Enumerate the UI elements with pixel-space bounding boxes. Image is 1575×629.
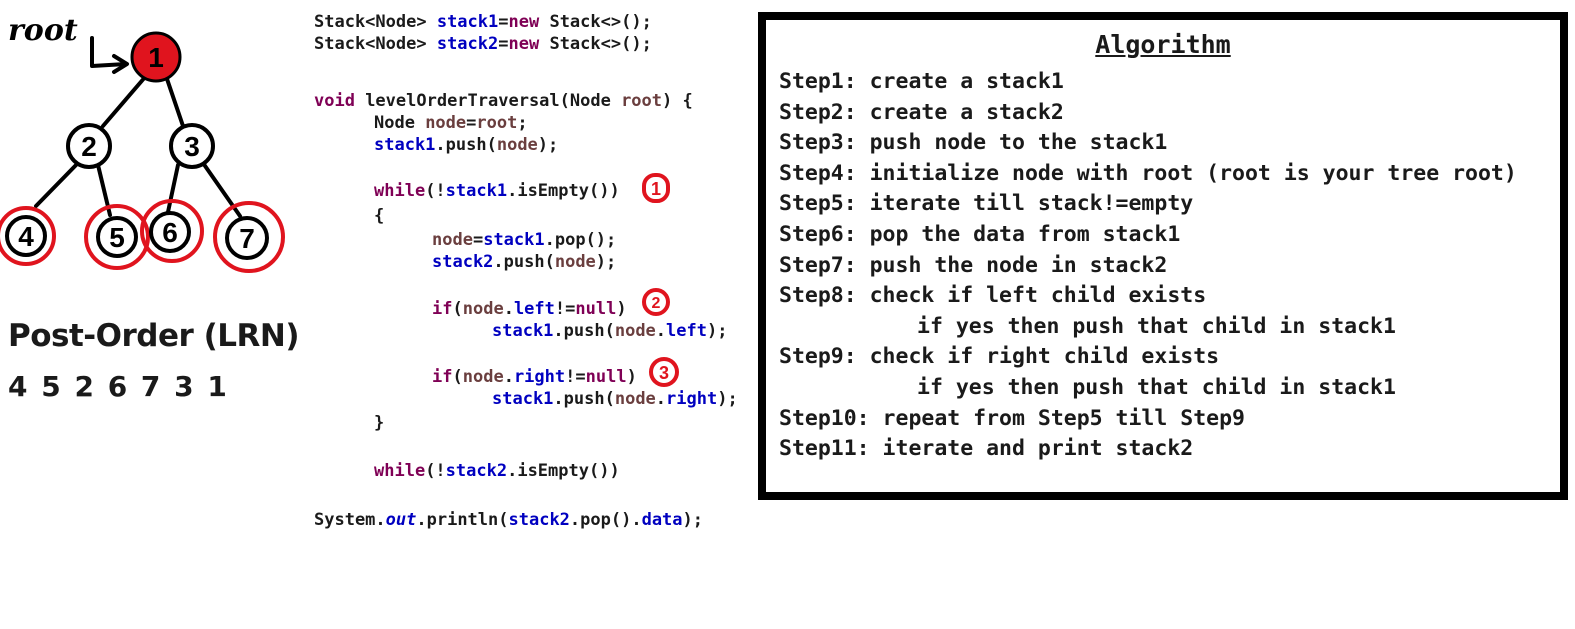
algorithm-step: Step4: initialize node with root (root i… xyxy=(779,160,1517,186)
step-marker-label: 2 xyxy=(652,295,661,312)
algorithm-step: Step6: pop the data from stack1 xyxy=(779,221,1181,247)
tree-node-label: 6 xyxy=(162,217,178,248)
code-line: Stack<Node> stack2=new Stack<>(); xyxy=(314,34,652,54)
code-line: while(!stack2.isEmpty()) xyxy=(374,461,620,481)
algorithm-step: Step11: iterate and print stack2 xyxy=(779,436,1194,462)
tree-node-5: 5 xyxy=(84,204,150,270)
tree-node-label: 4 xyxy=(18,221,34,252)
code-line: { xyxy=(374,206,385,226)
step-marker-label: 1 xyxy=(651,179,661,199)
step-marker-label: 3 xyxy=(659,363,669,383)
code-line: while(!stack1.isEmpty()) xyxy=(374,181,620,201)
tree-node-label: 2 xyxy=(81,131,97,162)
step-marker-3: 3 xyxy=(649,357,679,387)
root-annotation: root xyxy=(8,13,78,48)
code-line: System.out.println(stack2.pop().data); xyxy=(314,510,704,530)
root-arrow-icon xyxy=(90,36,129,74)
tree-node-6: 6 xyxy=(140,199,204,263)
algorithm-step: Step8: check if left child exists xyxy=(779,283,1207,309)
binary-tree-diagram: root 1 2 3 4 5 6 7 xyxy=(0,13,285,273)
algorithm-step: Step10: repeat from Step5 till Step9 xyxy=(779,405,1245,431)
algorithm-step: Step2: create a stack2 xyxy=(779,99,1064,125)
code-line: stack1.push(node); xyxy=(374,135,559,155)
algorithm-title: Algorithm xyxy=(1095,30,1231,59)
tree-node-label: 3 xyxy=(184,131,200,162)
tree-node-3: 3 xyxy=(169,123,215,169)
tree-edge-2-4 xyxy=(34,161,80,208)
tree-node-4: 4 xyxy=(0,206,56,266)
tree-node-label: 1 xyxy=(148,42,164,73)
code-line: Node node=root; xyxy=(374,113,528,133)
algorithm-step: Step3: push node to the stack1 xyxy=(779,130,1168,156)
code-line: void levelOrderTraversal(Node root) { xyxy=(314,91,693,111)
algorithm-step: Step9: check if right child exists xyxy=(779,344,1220,370)
code-line: stack2.push(node); xyxy=(432,252,617,272)
code-line: stack1.push(node.left); xyxy=(492,321,728,341)
traversal-title: Post-Order (LRN) xyxy=(8,318,300,354)
step-marker-2: 2 xyxy=(642,288,670,316)
code-line: } xyxy=(374,413,385,433)
code-line: Stack<Node> stack1=new Stack<>(); xyxy=(314,12,652,32)
algorithm-step: Step7: push the node in stack2 xyxy=(779,252,1168,278)
algorithm-substep: if yes then push that child in stack1 xyxy=(917,313,1396,339)
tree-node-1: 1 xyxy=(130,31,182,83)
tree-edge-1-2 xyxy=(101,74,148,128)
tree-node-label: 7 xyxy=(239,223,255,254)
tree-node-2: 2 xyxy=(66,123,112,169)
code-line: if(node.right!=null) xyxy=(432,367,637,387)
algorithm-substep: if yes then push that child in stack1 xyxy=(917,374,1396,400)
code-line: stack1.push(node.right); xyxy=(492,389,738,409)
tree-edge-1-3 xyxy=(164,74,185,128)
tree-node-label: 5 xyxy=(109,222,125,253)
traversal-sequence: 4 5 2 6 7 3 1 xyxy=(8,370,229,403)
step-marker-1: 1 xyxy=(642,173,670,203)
code-line: if(node.left!=null) xyxy=(432,299,627,319)
tree-node-7: 7 xyxy=(213,201,285,273)
code-line: node=stack1.pop(); xyxy=(432,230,617,250)
tree-edge-3-6 xyxy=(166,163,180,214)
algorithm-step: Step5: iterate till stack!=empty xyxy=(779,191,1194,217)
algorithm-step: Step1: create a stack1 xyxy=(779,69,1064,94)
